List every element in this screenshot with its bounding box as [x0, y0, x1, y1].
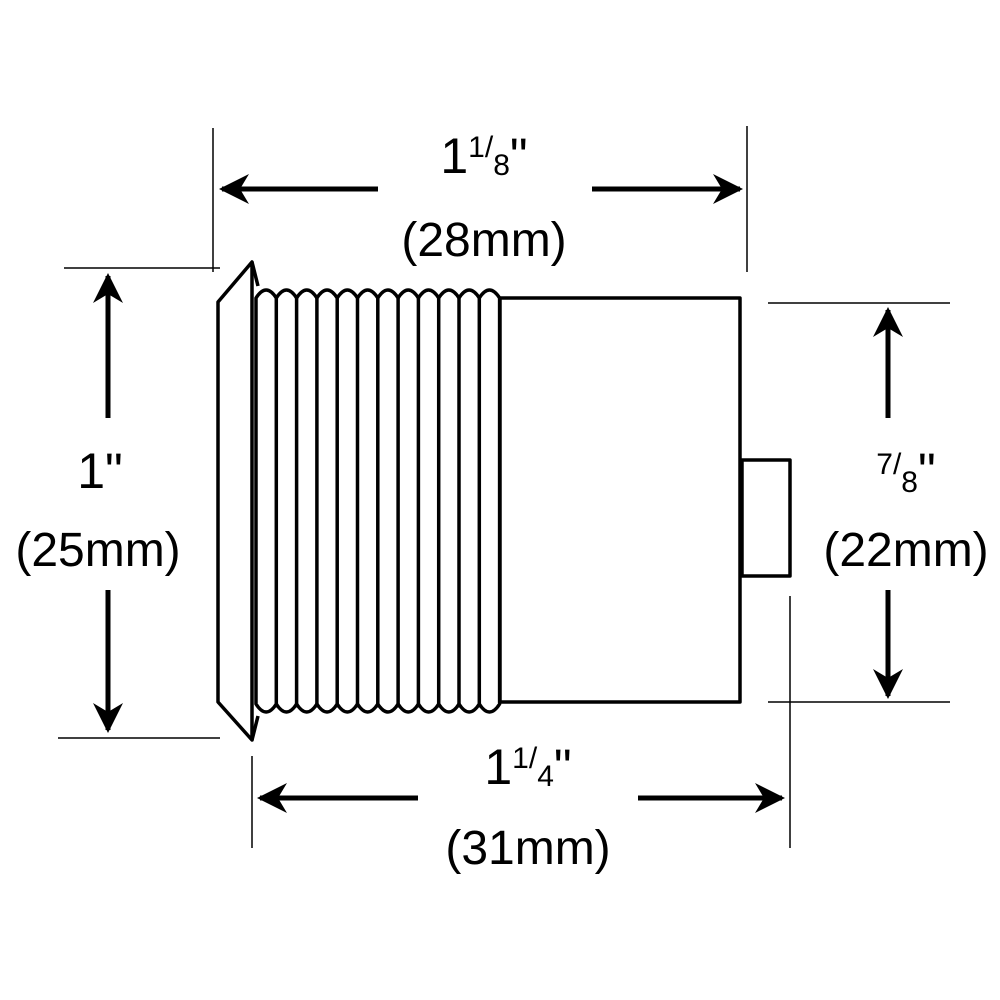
- flange-bevel: [216, 260, 254, 742]
- left-height-imperial: 1": [77, 443, 123, 499]
- bottom-width-metric: (31mm): [445, 822, 610, 875]
- barrel-body: [498, 296, 742, 704]
- top-width-metric: (28mm): [401, 214, 566, 267]
- left-height-metric: (25mm): [15, 524, 180, 577]
- top-width-imperial: 11/8": [440, 128, 527, 184]
- thread-outline: [254, 288, 502, 714]
- flange-inner-edge: [250, 261, 260, 741]
- right-height-imperial: 7/8": [876, 443, 935, 499]
- cylinder-part: [216, 260, 792, 742]
- bottom-width-imperial: 11/4": [484, 739, 571, 795]
- right-height-metric: (22mm): [823, 524, 988, 577]
- dimension-arrows: [93, 174, 903, 813]
- thread-ridges: [254, 288, 502, 714]
- extension-lines: [58, 126, 950, 848]
- key-tab: [740, 458, 792, 578]
